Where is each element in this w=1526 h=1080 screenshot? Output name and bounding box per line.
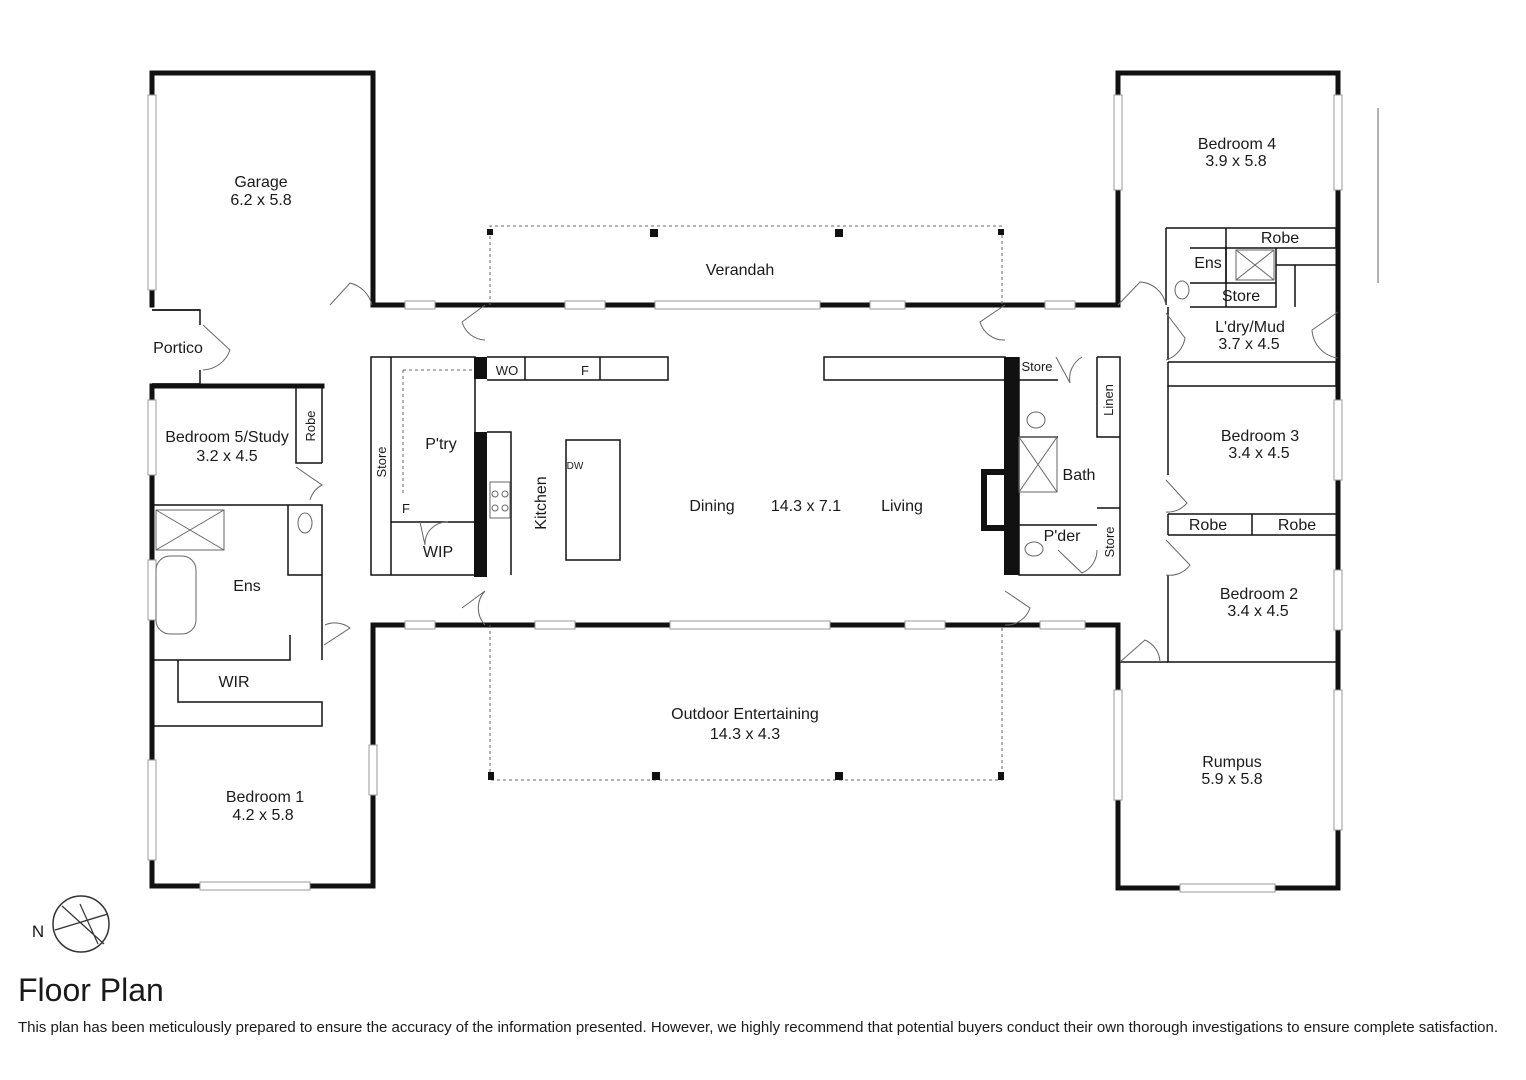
bedroom4-ens: Ens [1194, 255, 1222, 272]
kitchen-wall-oven: WO [496, 363, 518, 378]
laundry-name: L'dry/Mud [1215, 319, 1285, 336]
bedroom3-robe: Robe [1189, 517, 1227, 534]
doors [202, 281, 1339, 663]
powder-store: Store [1102, 526, 1117, 557]
powder-name: P'der [1044, 528, 1082, 545]
kitchen-name: Kitchen [533, 476, 550, 529]
bedroom5-dims: 3.2 x 4.5 [196, 448, 257, 465]
bedroom5-robe: Robe [303, 410, 318, 441]
disclaimer-text: This plan has been meticulously prepared… [18, 1019, 1498, 1036]
bedroom4-dims: 3.9 x 5.8 [1205, 153, 1266, 170]
outdoor-outline [488, 625, 1004, 781]
dining-name: Dining [689, 498, 734, 515]
living-dims: 14.3 x 7.1 [771, 498, 841, 515]
bath-store: Store [1021, 359, 1052, 374]
bedroom2-robe: Robe [1278, 517, 1316, 534]
bedroom5-name: Bedroom 5/Study [165, 429, 289, 446]
fixtures [155, 280, 1190, 635]
verandah-outline [487, 225, 1004, 305]
north-arrow-icon: N [32, 895, 110, 953]
interior-walls [152, 227, 1337, 727]
bedroom4-name: Bedroom 4 [1198, 136, 1276, 153]
garage-name: Garage [234, 174, 287, 191]
bedroom2-name: Bedroom 2 [1220, 586, 1298, 603]
kitchen-fridge: F [581, 363, 589, 378]
pantry-fridge: F [402, 501, 410, 516]
ensuite1-name: Ens [233, 578, 261, 595]
page-title: Floor Plan [18, 972, 164, 1008]
bedroom3-name: Bedroom 3 [1221, 428, 1299, 445]
floor-plan-drawing: Garage 6.2 x 5.8 Portico Bedroom 5/Study… [32, 70, 1379, 953]
windows [147, 94, 1343, 893]
bedroom1-name: Bedroom 1 [226, 789, 304, 806]
bath-linen: Linen [1101, 384, 1116, 416]
bedroom4-robe: Robe [1261, 230, 1299, 247]
bedroom2-dims: 3.4 x 4.5 [1227, 603, 1288, 620]
verandah-name: Verandah [706, 262, 775, 279]
rumpus-name: Rumpus [1202, 754, 1262, 771]
bath-name: Bath [1063, 467, 1096, 484]
room-labels: Garage 6.2 x 5.8 Portico Bedroom 5/Study… [153, 136, 1316, 824]
north-label: N [32, 922, 44, 941]
garage-dims: 6.2 x 5.8 [230, 192, 291, 209]
bedroom4-store: Store [1222, 288, 1260, 305]
bedroom3-dims: 3.4 x 4.5 [1228, 445, 1289, 462]
pantry-store: Store [374, 446, 389, 477]
portico-name: Portico [153, 340, 203, 357]
exterior-walls [149, 70, 1341, 891]
wip-name: WIP [423, 544, 453, 561]
bedroom1-dims: 4.2 x 5.8 [232, 807, 293, 824]
laundry-dims: 3.7 x 4.5 [1218, 336, 1279, 353]
outdoor-name: Outdoor Entertaining [671, 706, 819, 723]
pantry-name: P'try [425, 436, 457, 453]
rumpus-dims: 5.9 x 5.8 [1201, 771, 1262, 788]
outdoor-dims: 14.3 x 4.3 [710, 726, 780, 743]
living-name: Living [881, 498, 923, 515]
wir-name: WIR [218, 674, 249, 691]
kitchen-dishwasher: DW [567, 461, 584, 472]
